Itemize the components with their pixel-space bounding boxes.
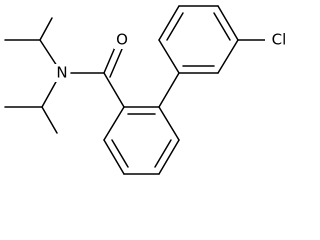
lower-ring-bond-6 [103,106,125,141]
lower-ring-bond-2 [158,106,180,141]
lower-ring-inner-bond-3 [111,139,129,168]
lower-ring-inner-bond-2 [154,139,172,168]
upper-ring-inner-bond-2 [213,12,231,41]
lower-isopropyl-bond-3 [41,106,58,134]
amide-group [70,44,125,108]
upper-isopropyl-bond-3 [39,39,58,67]
nitrogen-label-background [54,64,70,82]
carbonyl-double-bond-2 [109,48,123,78]
lower-ring-bond-5 [103,139,125,175]
oxygen-atom-label: O [116,31,128,49]
biaryl-bond [158,72,180,108]
carbonyl-double-bond-1 [103,44,117,74]
upper-isopropyl-bond-2 [39,17,53,41]
oxygen-label-background [114,31,130,49]
upper-ring-bond-4 [217,5,239,41]
lower-ring-bond-3 [158,139,180,175]
lower-benzene-ring [103,106,180,175]
nitrogen-atom-label: N [56,64,67,82]
upper-ring-bond-5 [217,39,239,74]
lower-isopropyl-group [4,79,58,134]
molecule-structure: O N Cl [4,5,293,175]
upper-benzene-ring [158,5,239,74]
chlorine-atom-label: Cl [272,31,287,49]
upper-ring-inner-bond-1 [166,12,184,41]
carbonyl-ring-bond [103,72,125,108]
upper-ring-bond-1 [158,39,180,74]
molecule-canvas: O N Cl [4,5,293,175]
upper-ring-bond-2 [158,5,180,41]
chlorine-label-background [265,31,293,49]
upper-isopropyl-group [4,17,58,67]
lower-isopropyl-bond-1 [41,79,58,108]
